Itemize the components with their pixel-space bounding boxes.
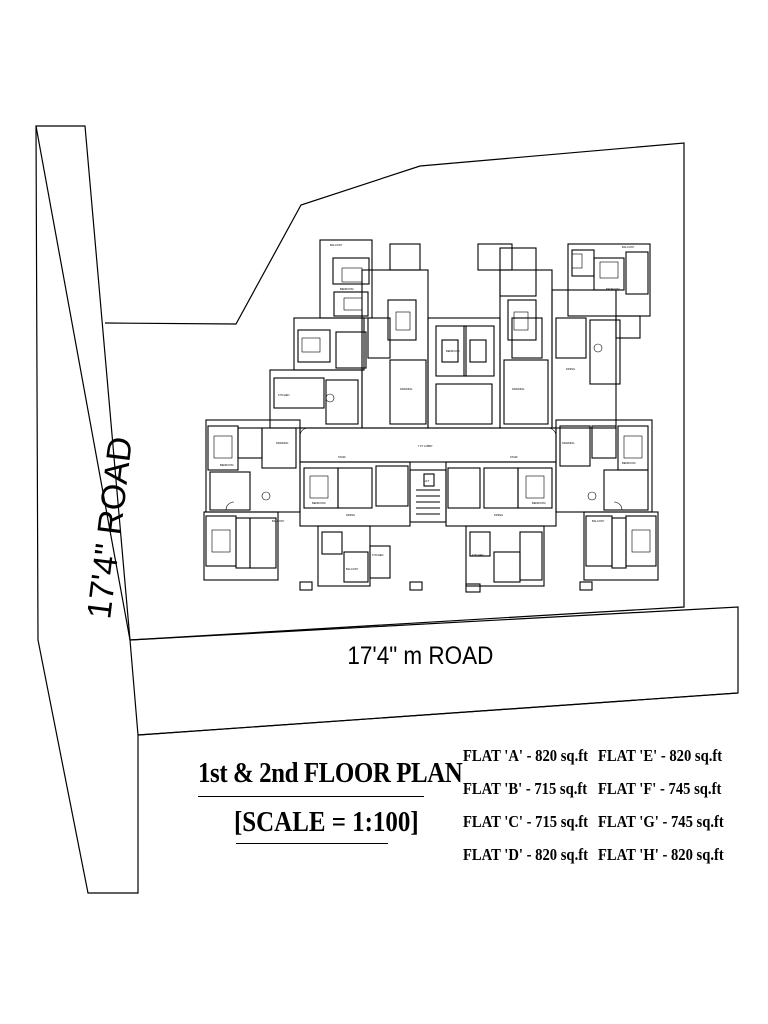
svg-text:BALCONY: BALCONY <box>592 519 605 523</box>
left-road <box>35 125 139 894</box>
svg-text:KITCHEN: KITCHEN <box>472 553 484 557</box>
svg-text:BEDROOM: BEDROOM <box>312 501 325 505</box>
lift-label: LIFT <box>424 479 430 483</box>
plan-scale: [SCALE = 1:100] <box>234 806 419 838</box>
flat-h-area: FLAT 'H' - 820 sq.ft <box>598 845 724 864</box>
svg-text:DINING: DINING <box>346 513 355 517</box>
flat-c-area: FLAT 'C' - 715 sq.ft <box>463 812 588 831</box>
flat-f-area: FLAT 'F' - 745 sq.ft <box>598 779 722 798</box>
svg-text:BEDROOM: BEDROOM <box>622 461 635 465</box>
svg-text:KITCHEN: KITCHEN <box>278 393 290 397</box>
lift-shaft <box>423 473 435 487</box>
flat-a-block <box>269 369 363 429</box>
svg-text:DRAWING: DRAWING <box>400 387 412 391</box>
flat-b-area: FLAT 'B' - 715 sq.ft <box>463 779 588 798</box>
title-underline <box>198 796 424 797</box>
flat-e-area: FLAT 'E' - 820 sq.ft <box>598 746 723 765</box>
room-labels: 7 FT LOBBY LIFT BEDROOM KITCHEN BALCONY … <box>220 243 635 571</box>
svg-text:STAIR: STAIR <box>510 455 518 459</box>
svg-text:DRAWING: DRAWING <box>276 441 288 445</box>
building-outline <box>203 239 659 593</box>
flat-d-block <box>551 289 617 429</box>
svg-text:BEDROOM: BEDROOM <box>220 463 233 467</box>
svg-text:STAIR: STAIR <box>338 455 346 459</box>
svg-text:DINING: DINING <box>566 367 575 371</box>
svg-text:DINING: DINING <box>494 513 503 517</box>
bottom-road-lower-edge <box>137 692 739 736</box>
plot-boundary <box>35 125 685 641</box>
plan-title: 1st & 2nd FLOOR PLAN <box>198 757 463 789</box>
furniture-details <box>211 253 651 553</box>
svg-text:BALCONY: BALCONY <box>622 245 635 249</box>
svg-text:BALCONY: BALCONY <box>330 243 343 247</box>
svg-text:KITCHEN: KITCHEN <box>372 553 384 557</box>
flat-a-area: FLAT 'A' - 820 sq.ft <box>463 746 588 765</box>
svg-text:BEDROOM: BEDROOM <box>340 287 353 291</box>
svg-text:BALCONY: BALCONY <box>346 567 359 571</box>
flat-g-area: FLAT 'G' - 745 sq.ft <box>598 812 724 831</box>
svg-text:BEDROOM: BEDROOM <box>532 501 545 505</box>
scale-underline <box>236 843 388 844</box>
flat-d-area: FLAT 'D' - 820 sq.ft <box>463 845 588 864</box>
svg-text:BALCONY: BALCONY <box>272 519 285 523</box>
bottom-road-label: 17'4" m ROAD <box>347 642 493 670</box>
left-road-label: 17'4" ROAD <box>80 435 140 621</box>
flat-f-block <box>203 511 279 581</box>
bottom-road-upper-edge <box>129 606 739 736</box>
svg-text:DRAWING: DRAWING <box>562 441 574 445</box>
svg-text:BEDROOM: BEDROOM <box>606 287 619 291</box>
flat-c-block <box>499 269 553 429</box>
svg-text:BEDROOM: BEDROOM <box>446 349 459 353</box>
svg-text:DRAWING: DRAWING <box>512 387 524 391</box>
lobby-label: 7 FT LOBBY <box>418 444 433 448</box>
